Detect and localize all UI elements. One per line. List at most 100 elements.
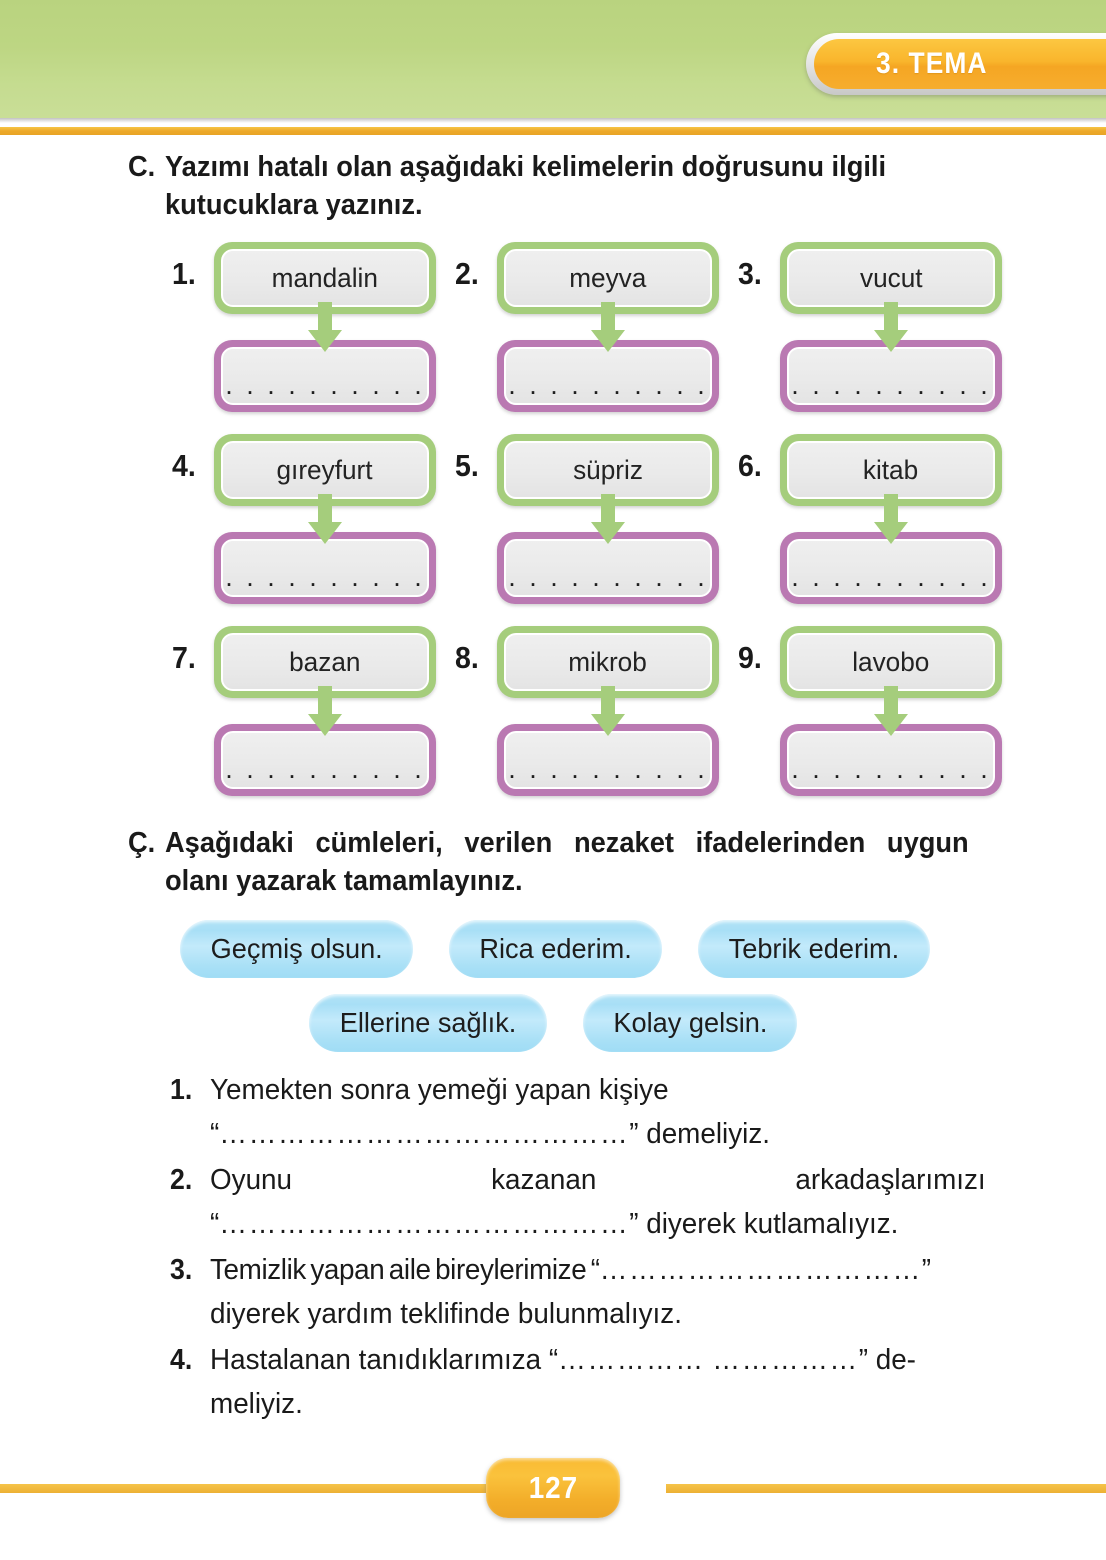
answer-box-inner[interactable]: . . . . . . . . . . . . . . . .: [504, 731, 712, 789]
prompt-word: mandalin: [271, 262, 379, 293]
answer-box[interactable]: . . . . . . . . . . . . . . . .: [780, 532, 1002, 604]
down-arrow-icon: [308, 494, 342, 544]
answer-box-inner[interactable]: . . . . . . . . . . . . . . . .: [504, 347, 712, 405]
prompt-box-inner: mandalin: [221, 249, 429, 307]
word-correction-grid: 1. mandalin . . . . . . . . . . . . . . …: [0, 242, 1106, 796]
sentence-blank-1[interactable]: …………………: [219, 1208, 425, 1240]
word-item-number: 5.: [455, 448, 479, 483]
word-item-number: 8.: [455, 640, 479, 675]
down-arrow-icon: [874, 494, 908, 544]
word-item-number: 6.: [738, 448, 762, 483]
arrow-gap: [214, 686, 436, 736]
sentence-blank-1[interactable]: ……………: [558, 1344, 705, 1376]
task-c-instruction: Yazımı hatalı olan aşağıdaki kelimelerin…: [165, 151, 887, 221]
phrase-pill[interactable]: Geçmiş olsun.: [179, 920, 414, 978]
answer-box[interactable]: . . . . . . . . . . . . . . . .: [780, 340, 1002, 412]
word-item: 7. bazan . . . . . . . . . . . . . . . .: [172, 626, 455, 796]
answer-dotted-line: . . . . . . . . . . . . . . . .: [789, 370, 993, 400]
word-pair: süpriz . . . . . . . . . . . . . . . .: [497, 434, 719, 604]
answer-box-inner[interactable]: . . . . . . . . . . . . . . . .: [221, 539, 429, 597]
answer-box[interactable]: . . . . . . . . . . . . . . . .: [497, 724, 719, 796]
phrase-label: Tebrik ederim.: [728, 933, 900, 964]
sentence-blank-2[interactable]: ……………: [712, 1344, 859, 1376]
answer-box-inner[interactable]: . . . . . . . . . . . . . . . .: [504, 539, 712, 597]
phrase-bank: Geçmiş olsun. Rica ederim. Tebrik ederim…: [0, 920, 1106, 1052]
sentence-text: Yemekten sonra yemeği yapan kişiye “……………: [210, 1068, 986, 1156]
sentence-blank-2[interactable]: …………………: [424, 1118, 630, 1150]
prompt-box: vucut: [780, 242, 1002, 314]
answer-dotted-line: . . . . . . . . . . . . . . . .: [223, 562, 427, 592]
sentence-blank-1[interactable]: …………………: [219, 1118, 425, 1150]
word-item-number: 7.: [172, 640, 196, 675]
answer-box-inner[interactable]: . . . . . . . . . . . . . . . .: [787, 539, 995, 597]
answer-box[interactable]: . . . . . . . . . . . . . . . .: [497, 340, 719, 412]
page-number: 127: [528, 1470, 578, 1505]
sentence-part-1: Hastalanan tanıdıklarımıza “: [210, 1344, 559, 1376]
phrase-label: Ellerine sağlık.: [339, 1007, 516, 1038]
arrow-gap: [497, 494, 719, 544]
word-item: 8. mikrob . . . . . . . . . . . . . . . …: [455, 626, 738, 796]
answer-box-inner[interactable]: . . . . . . . . . . . . . . . .: [787, 731, 995, 789]
sentence-text: Hastalanan tanıdıklarımıza “…………… ……………”…: [210, 1338, 986, 1426]
phrase-row-1: Geçmiş olsun. Rica ederim. Tebrik ederim…: [0, 920, 1106, 978]
word-item-number: 3.: [738, 256, 762, 291]
word-pair: meyva . . . . . . . . . . . . . . . .: [497, 242, 719, 412]
phrase-label: Geçmiş olsun.: [210, 933, 383, 964]
word-item-number: 4.: [172, 448, 196, 483]
sentence-number: 1.: [170, 1074, 193, 1106]
theme-tab-inner: 3. TEMA: [814, 39, 1106, 89]
sentence-text: Oyunu kazanan arkadaşlarımızı “…………………………: [210, 1158, 986, 1246]
answer-box[interactable]: . . . . . . . . . . . . . . . .: [497, 532, 719, 604]
prompt-box-inner: lavobo: [787, 633, 995, 691]
answer-box-inner[interactable]: . . . . . . . . . . . . . . . .: [221, 731, 429, 789]
task-ci-letter: Ç.: [128, 827, 156, 859]
word-pair: bazan . . . . . . . . . . . . . . . .: [214, 626, 436, 796]
prompt-word: kitab: [863, 454, 919, 485]
phrase-pill[interactable]: Tebrik ederim.: [698, 920, 931, 978]
prompt-box-inner: bazan: [221, 633, 429, 691]
sentence-part-2: ” diyerek kutlamalıyız.: [629, 1208, 899, 1240]
prompt-word: mikrob: [568, 646, 648, 677]
answer-dotted-line: . . . . . . . . . . . . . . . .: [789, 754, 993, 784]
prompt-box-inner: vucut: [787, 249, 995, 307]
header-orange-rule: [0, 127, 1106, 135]
answer-dotted-line: . . . . . . . . . . . . . . . .: [223, 754, 427, 784]
word-item: 3. vucut . . . . . . . . . . . . . . . .: [738, 242, 1021, 412]
phrase-pill[interactable]: Ellerine sağlık.: [308, 994, 547, 1052]
word-item: 5. süpriz . . . . . . . . . . . . . . . …: [455, 434, 738, 604]
sentence-number: 3.: [170, 1254, 193, 1286]
answer-box[interactable]: . . . . . . . . . . . . . . . .: [214, 340, 436, 412]
prompt-word: lavobo: [852, 646, 930, 677]
down-arrow-icon: [591, 302, 625, 352]
sentence-blank-1[interactable]: ……………………………: [599, 1254, 922, 1286]
answer-box[interactable]: . . . . . . . . . . . . . . . .: [780, 724, 1002, 796]
answer-box[interactable]: . . . . . . . . . . . . . . . .: [214, 532, 436, 604]
answer-box-inner[interactable]: . . . . . . . . . . . . . . . .: [787, 347, 995, 405]
theme-label: 3. TEMA: [876, 47, 988, 80]
answer-dotted-line: . . . . . . . . . . . . . . . .: [223, 370, 427, 400]
phrase-pill[interactable]: Kolay gelsin.: [582, 994, 798, 1052]
sentence-text: Temizlik yapan aile bireylerimize “………………: [210, 1248, 986, 1336]
sentence-blank-2[interactable]: …………………: [424, 1208, 630, 1240]
sentence-item: 1. Yemekten sonra yemeği yapan kişiye “……: [170, 1068, 1018, 1156]
prompt-word: gıreyfurt: [276, 454, 374, 485]
word-pair: mikrob . . . . . . . . . . . . . . . .: [497, 626, 719, 796]
arrow-gap: [497, 686, 719, 736]
down-arrow-icon: [591, 686, 625, 736]
phrase-pill[interactable]: Rica ederim.: [449, 920, 663, 978]
prompt-box-inner: süpriz: [504, 441, 712, 499]
word-pair: mandalin . . . . . . . . . . . . . . . .: [214, 242, 436, 412]
phrase-label: Rica ederim.: [479, 933, 633, 964]
arrow-gap: [780, 686, 1002, 736]
down-arrow-icon: [308, 686, 342, 736]
footer-rule-right: [666, 1484, 1106, 1493]
answer-box-inner[interactable]: . . . . . . . . . . . . . . . .: [221, 347, 429, 405]
sentence-item: 4. Hastalanan tanıdıklarımıza “…………… …………: [170, 1338, 1018, 1426]
down-arrow-icon: [308, 302, 342, 352]
word-pair: kitab . . . . . . . . . . . . . . . .: [780, 434, 1002, 604]
sentence-part-1: Temizlik yapan aile bireylerimize “: [210, 1254, 600, 1286]
prompt-box-inner: gıreyfurt: [221, 441, 429, 499]
answer-dotted-line: . . . . . . . . . . . . . . . .: [506, 370, 710, 400]
sentence-part-2: ” diyerek yardım teklifinde bulunmalıyız…: [210, 1254, 932, 1330]
phrase-row-2: Ellerine sağlık. Kolay gelsin.: [0, 994, 1106, 1052]
